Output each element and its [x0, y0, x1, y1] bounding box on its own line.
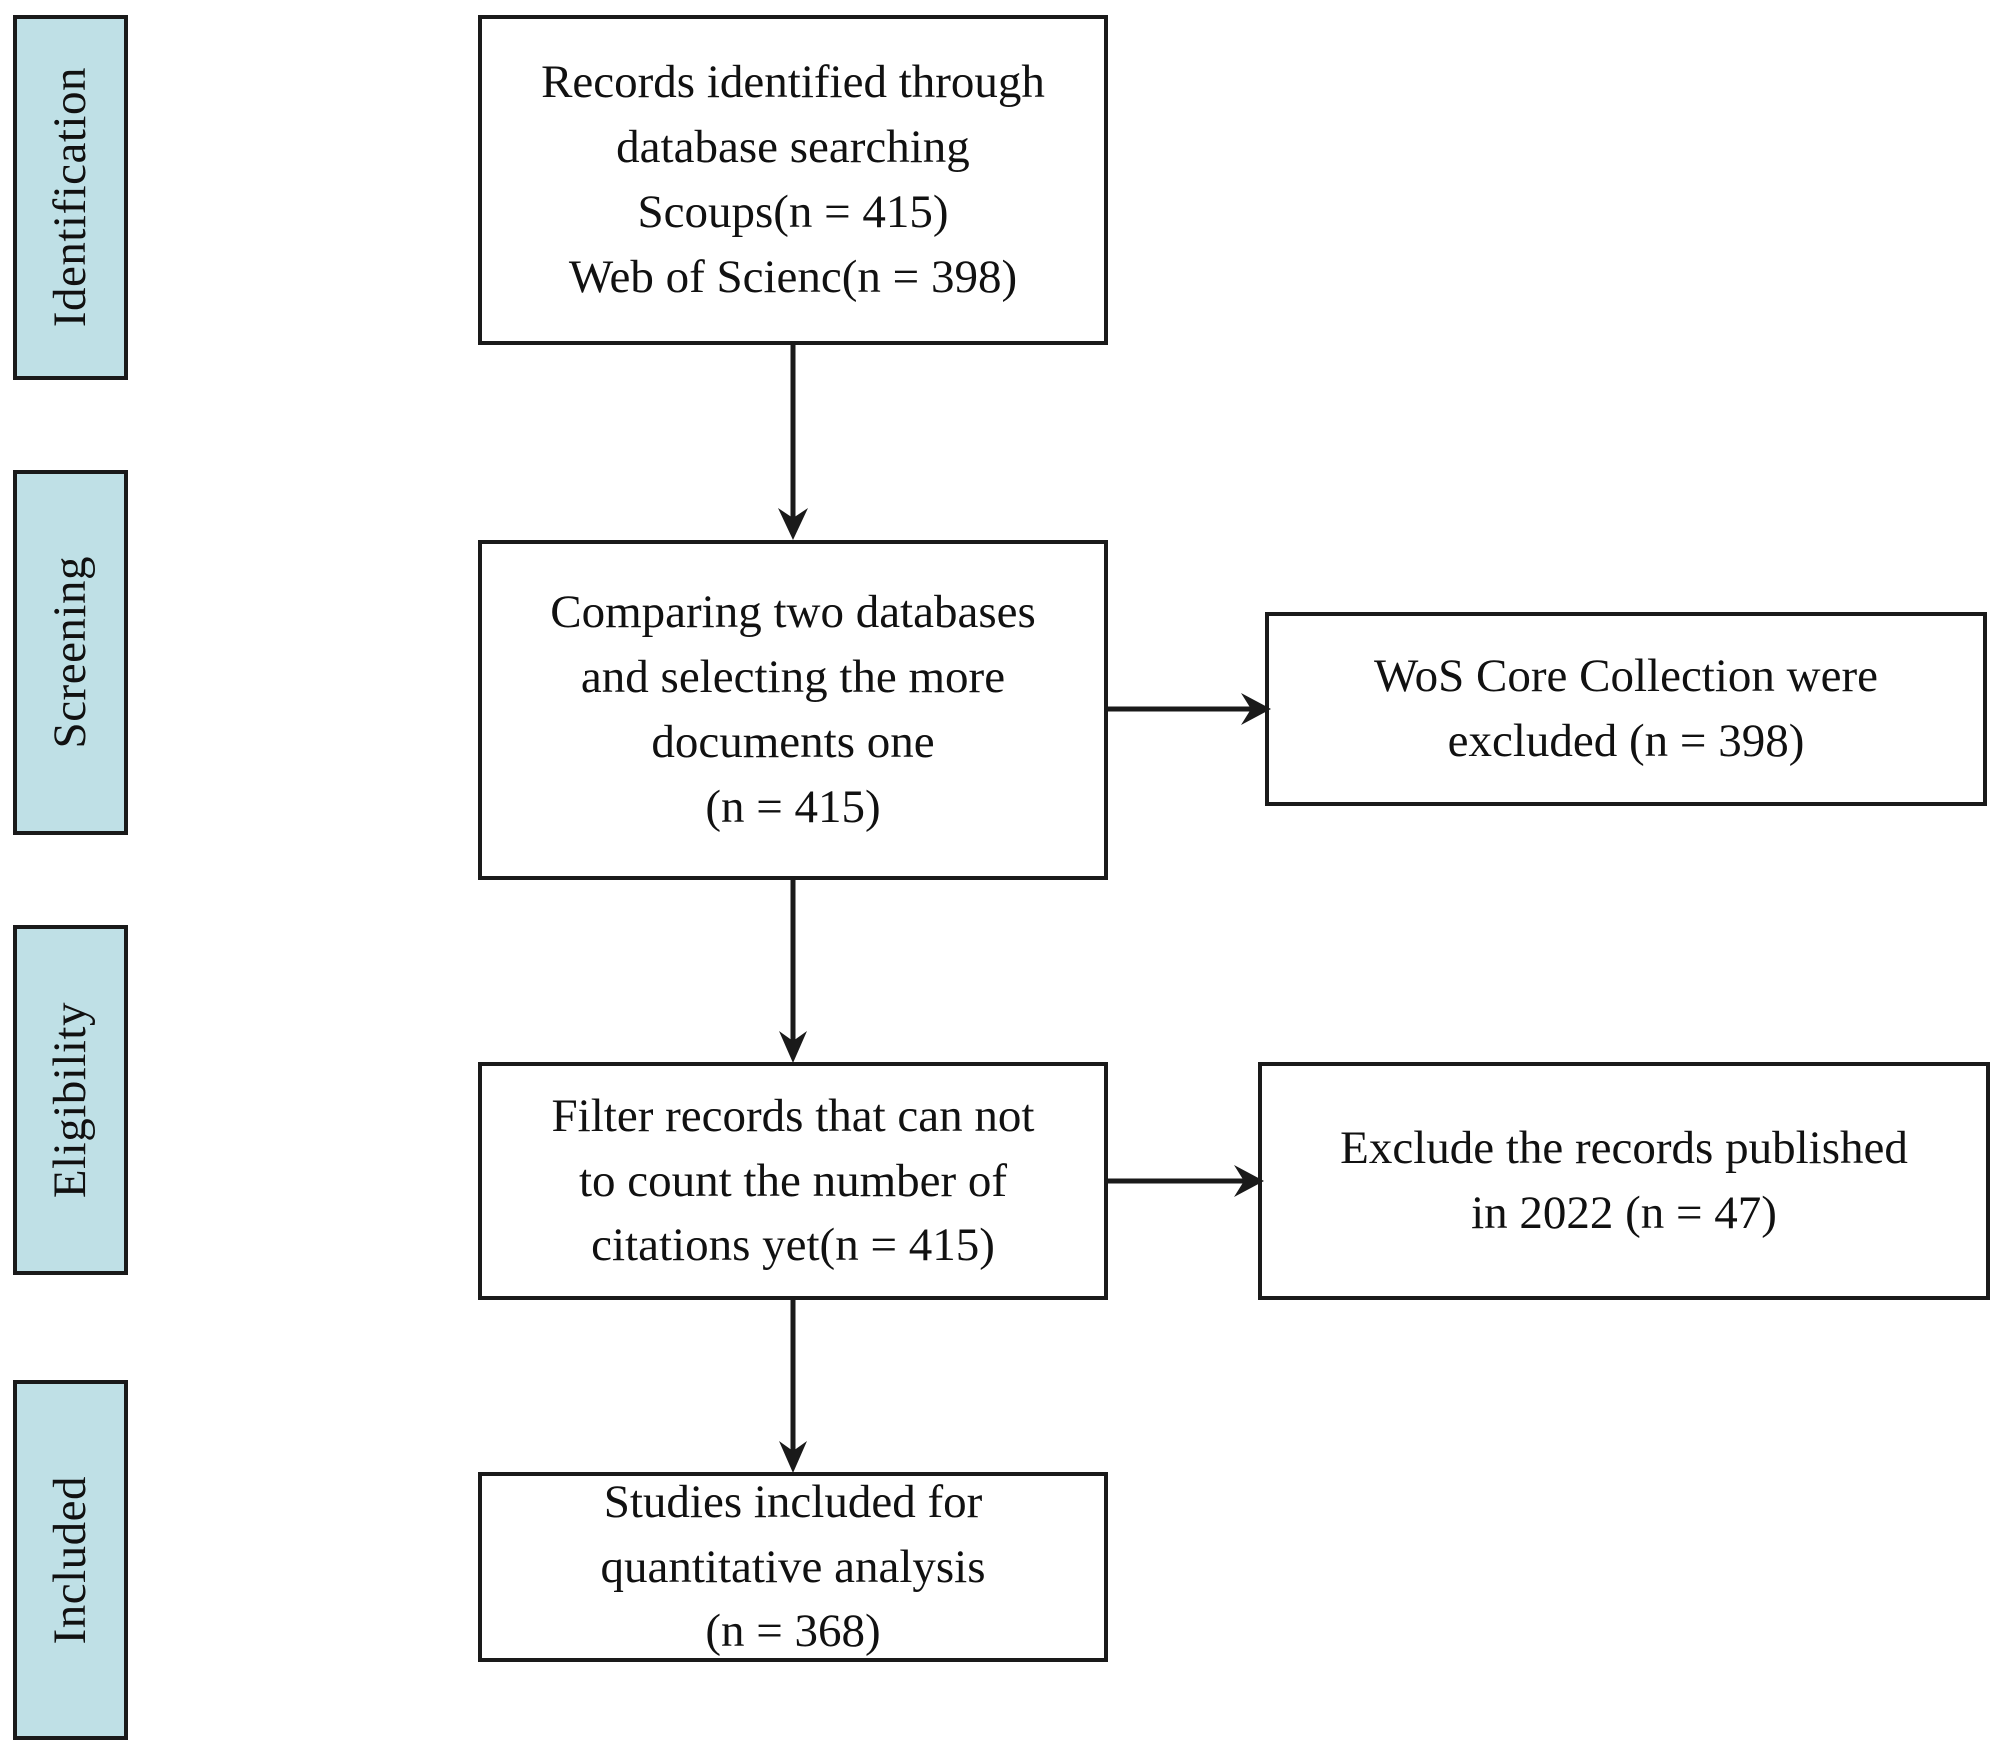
flow-box-filter-records: Filter records that can not to count the…	[478, 1062, 1108, 1300]
arrow-filter-to-included	[763, 1295, 823, 1477]
stage-label-included: Included	[44, 1475, 96, 1645]
flow-box-exclude-2022-text: Exclude the records published in 2022 (n…	[1340, 1122, 1908, 1239]
flow-box-records-identified: Records identified through database sear…	[478, 15, 1108, 345]
stage-label-screening: Screening	[44, 556, 96, 749]
stage-label-eligibility: Eligibility	[44, 1001, 96, 1199]
flow-box-records-identified-text: Records identified through database sear…	[541, 56, 1045, 303]
flow-box-comparing-databases: Comparing two databases and selecting th…	[478, 540, 1108, 880]
arrow-comparing-to-wos	[1103, 679, 1275, 739]
flow-box-wos-excluded: WoS Core Collection were excluded (n = 3…	[1265, 612, 1987, 806]
stage-label-identification: Identification	[44, 67, 96, 328]
arrow-identified-to-comparing	[763, 340, 823, 545]
arrow-filter-to-exclude	[1103, 1151, 1268, 1211]
stage-box-identification: Identification	[13, 15, 128, 380]
flow-box-wos-excluded-text: WoS Core Collection were excluded (n = 3…	[1374, 650, 1878, 767]
arrow-comparing-to-filter	[763, 875, 823, 1067]
flow-box-studies-included: Studies included for quantitative analys…	[478, 1472, 1108, 1662]
flow-box-comparing-databases-text: Comparing two databases and selecting th…	[550, 586, 1036, 833]
flow-box-studies-included-text: Studies included for quantitative analys…	[600, 1475, 986, 1658]
flow-box-exclude-2022: Exclude the records published in 2022 (n…	[1258, 1062, 1990, 1300]
stage-box-eligibility: Eligibility	[13, 925, 128, 1275]
flow-box-filter-records-text: Filter records that can not to count the…	[551, 1089, 1035, 1272]
stage-box-screening: Screening	[13, 470, 128, 835]
stage-box-included: Included	[13, 1380, 128, 1740]
